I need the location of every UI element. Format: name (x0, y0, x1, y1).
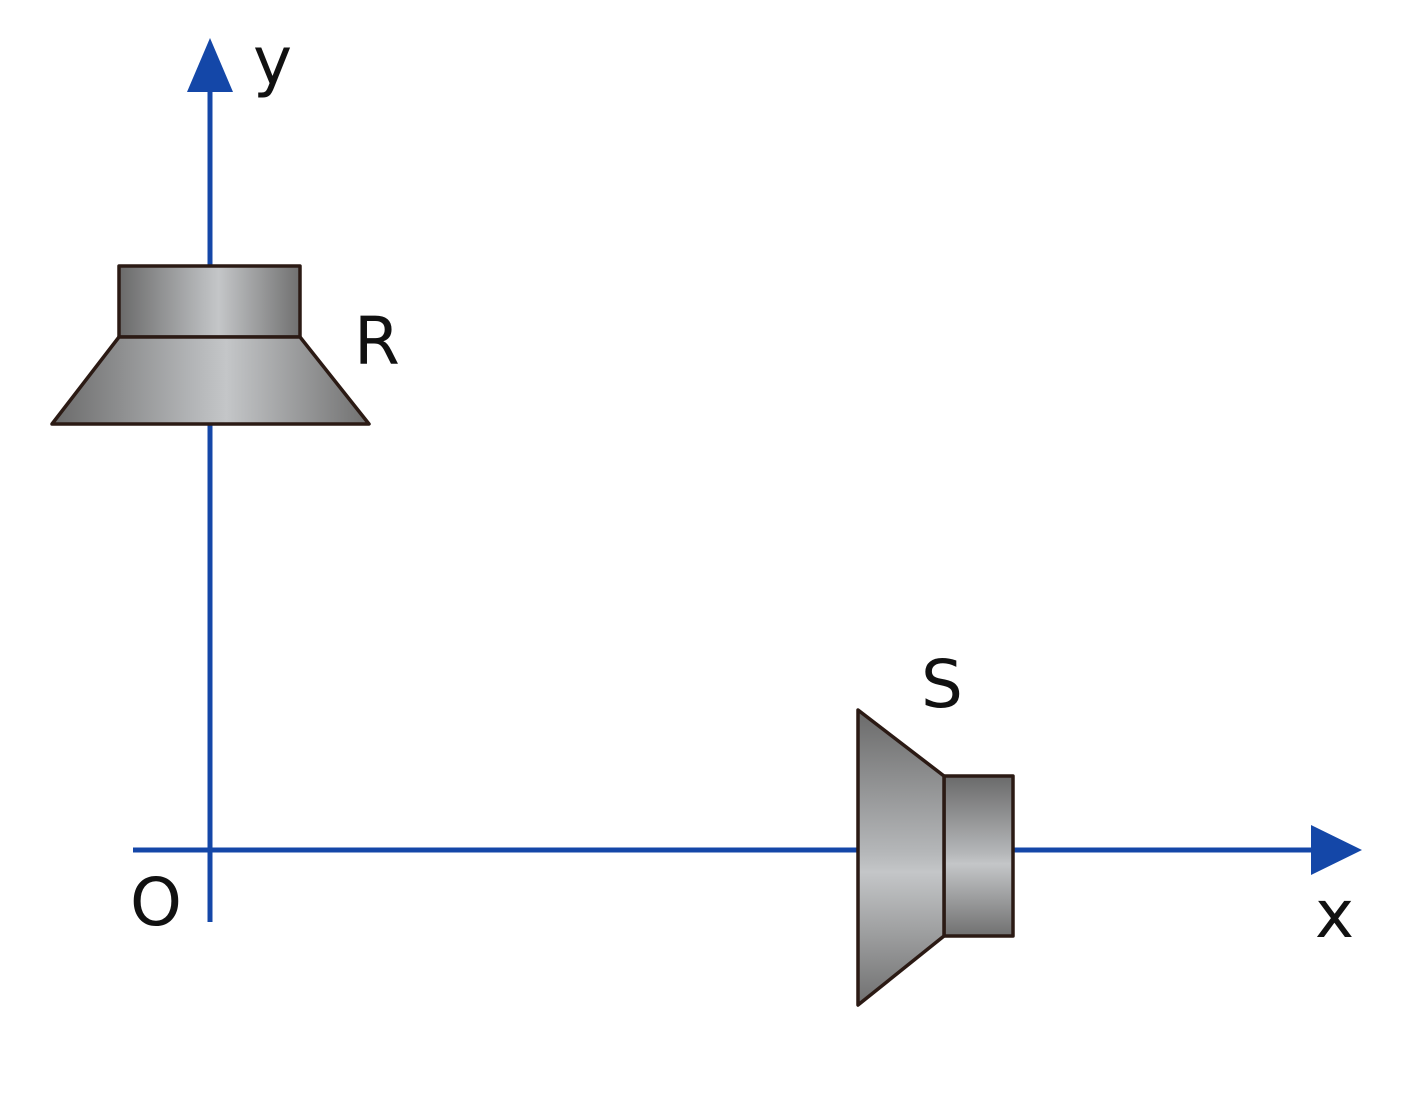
speaker-s-magnet (942, 774, 1015, 938)
speaker-r (50, 264, 371, 426)
speaker-s-label: S (921, 646, 963, 723)
x-axis-arrowhead (1311, 825, 1362, 875)
speaker-r-magnet (117, 264, 302, 339)
speaker-s (856, 708, 1015, 1007)
speaker-s-cone (856, 708, 946, 1007)
y-axis-arrowhead (187, 38, 233, 92)
speaker-r-label: R (354, 303, 400, 380)
y-axis-label: y (253, 23, 292, 100)
x-axis-label: x (1315, 876, 1354, 953)
y-axis (187, 38, 233, 922)
origin-label: O (130, 864, 182, 941)
x-axis (133, 825, 1362, 875)
speaker-r-cone (50, 335, 371, 426)
